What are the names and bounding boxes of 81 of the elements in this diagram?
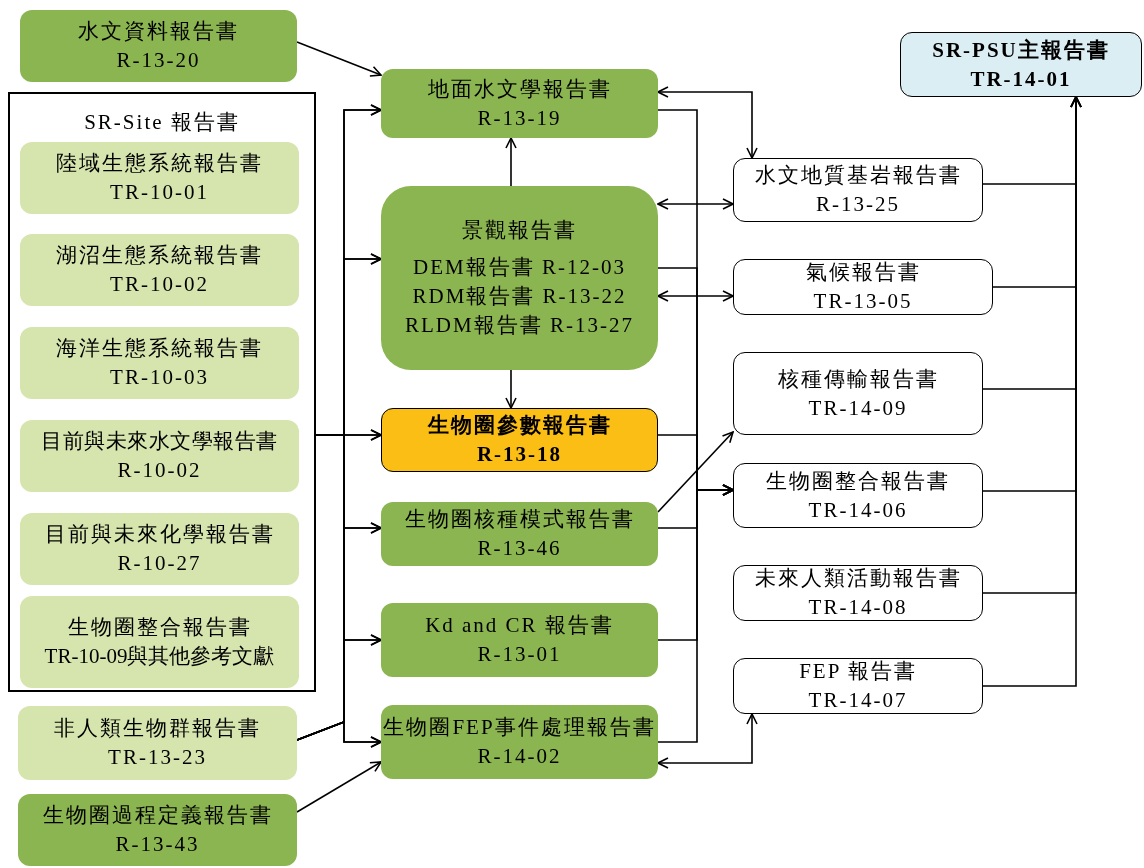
box-title: 生物圈過程定義報告書	[42, 802, 273, 829]
report-box	[20, 234, 299, 306]
box-title: 湖沼生態系統報告書	[56, 242, 263, 269]
report-code: TR-10-02	[110, 271, 209, 298]
report-code: TR-10-03	[110, 364, 209, 391]
report-box	[733, 463, 983, 528]
report-code: R-13-43	[115, 831, 200, 858]
box-title: 水文資料報告書	[78, 18, 239, 45]
box-title: 生物圈參數報告書	[427, 412, 612, 439]
report-box	[18, 794, 297, 866]
arrow	[982, 96, 1082, 687]
arrow	[296, 720, 382, 748]
box-title: 生物圈FEP事件處理報告書 R-14-02	[382, 714, 657, 770]
report-code: DEM報告書 R-12-03	[413, 254, 626, 281]
report-code: R-13-20	[116, 47, 201, 74]
box-title: 氣候報告書	[805, 259, 921, 286]
arrow	[657, 290, 734, 302]
report-box	[733, 158, 983, 222]
box-title: 目前與未來化學報告書	[44, 521, 275, 548]
box-title: 未來人類活動報告書	[754, 565, 962, 592]
arrow	[657, 431, 734, 513]
report-code: R-13-19	[477, 104, 562, 132]
box-title: 陸域生態系統報告書	[56, 150, 263, 177]
report-box	[20, 327, 299, 399]
report-box	[20, 142, 299, 214]
box-title: 海洋生態系統報告書	[56, 335, 263, 362]
arrow	[505, 369, 517, 409]
report-box	[733, 658, 983, 714]
box-title: 生物圈核種模式報告書	[404, 506, 635, 533]
report-box	[381, 408, 658, 472]
report-box	[733, 259, 993, 315]
arrow	[296, 761, 382, 813]
report-box	[20, 513, 299, 585]
report-code: R-13-18	[476, 441, 563, 468]
arrow	[657, 198, 734, 210]
report-box	[381, 69, 658, 138]
report-box	[381, 603, 658, 677]
arrow	[657, 86, 758, 159]
box-title: 非人類生物群報告書	[54, 715, 261, 742]
arrow	[296, 41, 382, 77]
report-code: TR-13-05	[813, 288, 913, 315]
report-box	[381, 705, 658, 779]
report-box	[733, 565, 983, 621]
box-title: 水文地質基岩報告書	[754, 162, 962, 189]
box-title: 景觀報告書	[462, 217, 577, 244]
group-title: SR-Site 報告書	[84, 109, 240, 136]
report-box	[20, 10, 297, 82]
report-box	[20, 596, 299, 688]
report-box	[900, 32, 1142, 97]
report-code: TR-13-23	[108, 744, 207, 771]
group-frame	[8, 92, 316, 692]
report-code: TR-10-01	[110, 179, 209, 206]
box-title: 目前與未來水文學報告書	[41, 428, 278, 455]
report-code: R-13-25	[816, 191, 900, 218]
report-code: TR-10-09與其他參考文獻	[44, 643, 275, 670]
report-box	[18, 706, 297, 780]
report-code: R-13-46	[477, 535, 562, 562]
box-title: 地面水文學報告書	[427, 75, 612, 103]
report-code: R-13-01	[477, 641, 562, 668]
report-box	[381, 502, 658, 566]
report-code: TR-14-06	[808, 496, 908, 524]
report-code: RLDM報告書 R-13-27	[405, 312, 634, 339]
report-box	[20, 420, 299, 492]
report-code: TR-14-09	[808, 394, 908, 422]
report-box	[381, 186, 658, 370]
arrow	[505, 137, 517, 187]
box-title: 生物圈整合報告書	[67, 614, 252, 641]
report-code: R-10-27	[117, 550, 202, 577]
arrow	[657, 484, 734, 743]
box-title: 生物圈整合報告書	[766, 467, 950, 495]
report-code: TR-14-07	[808, 687, 908, 714]
report-code: RDM報告書 R-13-22	[412, 283, 627, 310]
arrow	[657, 713, 758, 769]
box-title: SR-PSU主報告書	[932, 36, 1110, 64]
box-title: Kd and CR 報告書	[425, 612, 614, 639]
report-code: TR-14-01	[970, 65, 1072, 93]
report-code: R-10-02	[117, 457, 202, 484]
report-box	[733, 352, 983, 435]
box-title: 核種傳輸報告書	[777, 365, 939, 393]
box-title: FEP 報告書	[799, 658, 917, 685]
report-code: TR-14-08	[808, 594, 908, 621]
